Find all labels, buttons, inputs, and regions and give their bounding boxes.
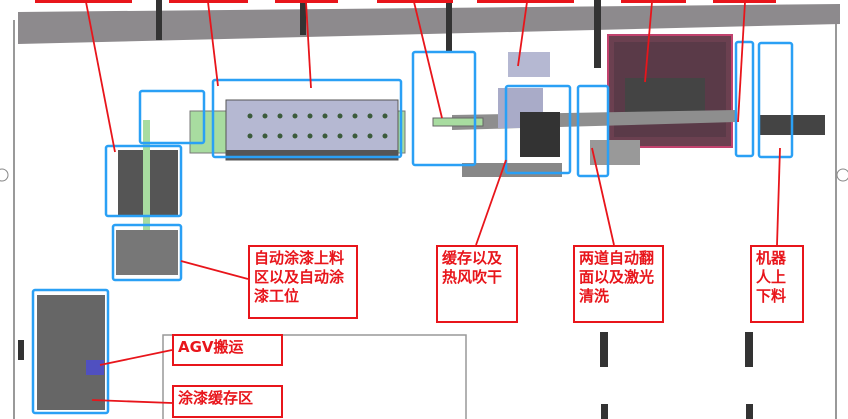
oven-vents — [247, 113, 388, 139]
pillar — [18, 340, 24, 360]
zone-box — [211, 78, 403, 159]
agv-buffer-racks — [37, 295, 105, 410]
zone-box — [757, 41, 794, 159]
gantry-head — [508, 52, 550, 77]
pillar — [745, 332, 753, 367]
loading-rack — [116, 230, 178, 275]
turnover-machine — [520, 112, 560, 157]
label-agv-transport: AGV搬运 — [172, 334, 283, 366]
label-coating-zone: 自动涂漆上料区以及自动涂漆工位 — [248, 245, 358, 319]
zone-box — [31, 288, 110, 415]
agv-vehicle — [86, 360, 104, 375]
oven-base — [226, 150, 398, 160]
top-beam — [18, 4, 840, 44]
coating-conveyor — [143, 120, 150, 230]
cleaning-unit — [590, 140, 640, 165]
zone-box — [576, 84, 610, 178]
pillar — [300, 0, 306, 35]
pillar — [594, 0, 601, 68]
zone-boxes — [31, 40, 794, 415]
left-handle[interactable] — [0, 168, 9, 182]
buffer-conveyor — [432, 117, 484, 127]
floor-rail — [462, 163, 562, 177]
label-buffer-drying: 缓存以及热风吹干 — [436, 245, 518, 323]
leader-lines — [85, 1, 781, 404]
zone-box — [504, 84, 572, 175]
label-robot-loading: 机器人上下料 — [750, 245, 804, 323]
pillar — [446, 0, 452, 52]
pillar — [156, 0, 162, 40]
right-handle[interactable] — [836, 168, 848, 182]
top-label-stubs — [35, 0, 776, 3]
pillar — [746, 404, 753, 419]
label-flip-laser-cleaning: 两道自动翻面以及激光清洗 — [573, 245, 664, 323]
pillar — [601, 404, 608, 419]
pillar — [600, 332, 608, 367]
zone-box — [104, 144, 183, 218]
zone-box — [411, 50, 477, 167]
zone-box — [138, 89, 206, 145]
zone-box — [111, 223, 183, 282]
paint-buffer-area — [162, 334, 467, 419]
zone-box — [734, 40, 755, 158]
label-paint-buffer: 涂漆缓存区 — [172, 385, 283, 418]
